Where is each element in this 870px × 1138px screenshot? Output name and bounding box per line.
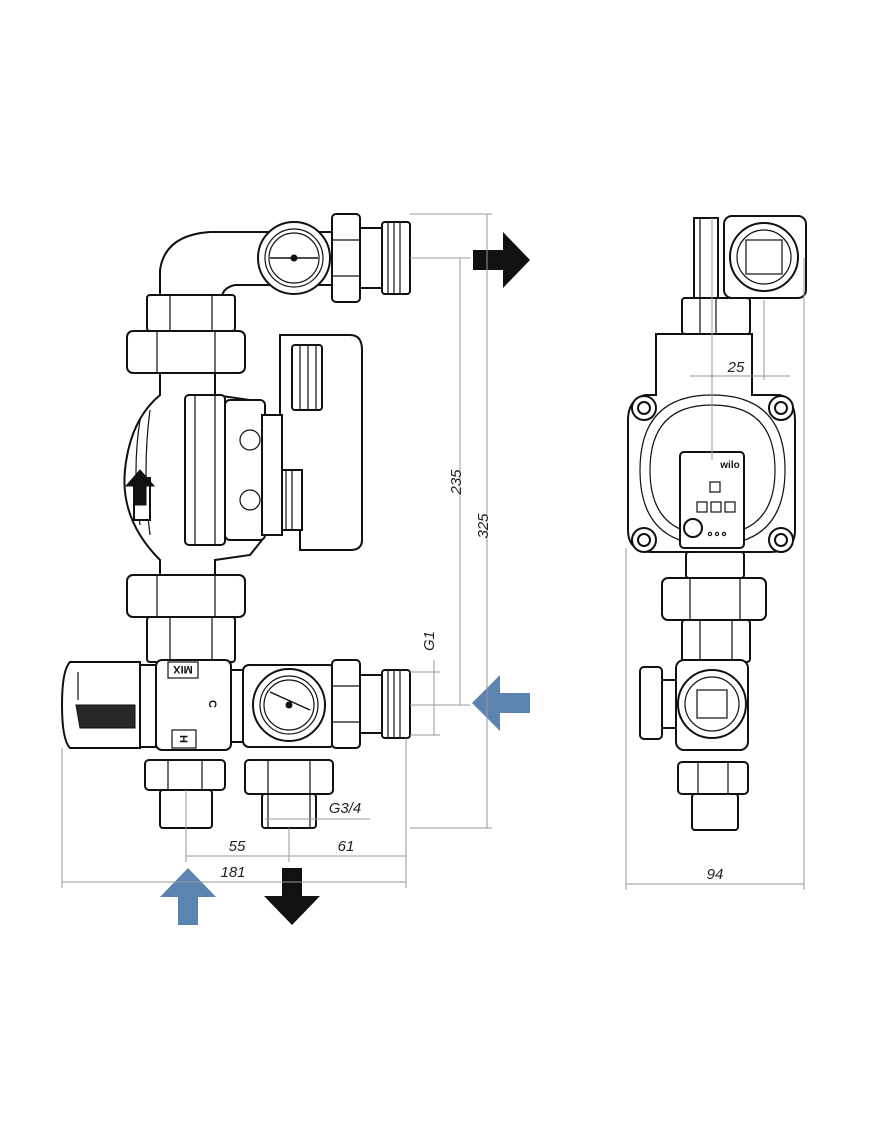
dim-235: 235 bbox=[448, 469, 465, 496]
mix-marking: MIX bbox=[173, 663, 193, 675]
dim-25: 25 bbox=[727, 359, 745, 376]
dim-55: 55 bbox=[229, 838, 246, 855]
dim-g1: G1 bbox=[421, 631, 438, 651]
return-bottom-arrow bbox=[160, 868, 216, 925]
bottom-left-fitting bbox=[144, 759, 226, 829]
lower-union bbox=[126, 574, 246, 663]
return-inlet-arrow bbox=[472, 675, 530, 731]
front-top-fitting bbox=[723, 215, 807, 299]
lower-inlet-fitting bbox=[331, 659, 411, 749]
mixing-valve: MIX C H bbox=[60, 659, 244, 751]
dim-61: 61 bbox=[338, 838, 355, 855]
dim-94: 94 bbox=[707, 866, 724, 883]
pump-housing bbox=[123, 372, 266, 579]
front-mixing-valve bbox=[639, 659, 749, 751]
upper-union bbox=[126, 294, 246, 374]
dim-181: 181 bbox=[220, 864, 245, 881]
bottom-right-fitting bbox=[244, 759, 334, 829]
h-marking: H bbox=[177, 735, 189, 743]
brand-logo-text: wilo bbox=[719, 460, 739, 471]
supply-outlet-arrow bbox=[473, 232, 530, 288]
front-dimensions: 25 94 bbox=[625, 218, 805, 890]
c-marking: C bbox=[206, 700, 218, 708]
upper-thermometer bbox=[257, 221, 331, 295]
pump-motor-box bbox=[261, 334, 363, 551]
front-view: wilo bbox=[627, 215, 807, 831]
supply-bottom-arrow bbox=[264, 868, 320, 925]
side-dimensions: 325 235 G1 G3/4 55 61 181 bbox=[61, 213, 492, 888]
upper-outlet-fitting bbox=[331, 213, 411, 303]
dim-g34: G3/4 bbox=[329, 800, 362, 817]
lower-thermometer bbox=[242, 664, 336, 748]
dim-325: 325 bbox=[475, 513, 492, 539]
